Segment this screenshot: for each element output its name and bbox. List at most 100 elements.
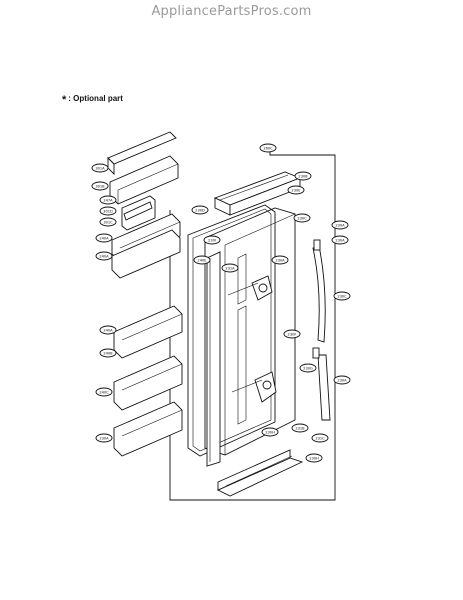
- callout-label: 240E: [197, 258, 207, 262]
- callout-6: 240A: [95, 233, 113, 243]
- callout-12: 260C: [259, 143, 277, 153]
- callout-9: 240B: [99, 348, 117, 358]
- door-upper-strip: [237, 253, 247, 305]
- callout-21: 230A: [333, 375, 351, 385]
- callout-oval: [293, 213, 311, 223]
- callout-label: 231C: [315, 436, 325, 440]
- callout-label: 240A: [99, 254, 109, 258]
- callout-label: 230G: [303, 366, 313, 370]
- callout-label: 230F: [288, 332, 297, 336]
- callout-layer: 301A 301B 247A 301D 301C 240A 240A 240A 240B 240C…: [91, 143, 351, 463]
- optional-asterisk: *: [62, 94, 67, 106]
- callout-oval: [333, 291, 351, 301]
- upper-handle: [312, 239, 326, 343]
- callout-oval: [283, 329, 301, 339]
- callout-oval: [299, 363, 317, 373]
- upper-hinge-mechanism: [227, 275, 273, 301]
- site-watermark: AppliancePartsPros.com: [151, 4, 312, 19]
- lower-handle-trim: [312, 347, 331, 421]
- callout-oval: [91, 163, 109, 173]
- callout-18: 230A: [331, 235, 349, 245]
- callout-1: 301A: [91, 163, 109, 173]
- callout-20: 230C: [333, 291, 351, 301]
- assembly-frame: [169, 148, 336, 501]
- callout-27: 231A: [221, 263, 239, 273]
- callout-oval: [331, 235, 349, 245]
- callout-26: 231C: [311, 433, 329, 443]
- shelf-bin-3: [111, 229, 181, 279]
- callout-13: 230B: [294, 171, 312, 181]
- callout-label: 231A: [225, 266, 235, 270]
- callout-oval: [99, 206, 117, 216]
- callout-oval: [311, 433, 329, 443]
- callout-oval: [95, 233, 113, 243]
- callout-oval: [99, 348, 117, 358]
- door-inner-strip: [237, 305, 247, 425]
- callout-oval: [294, 171, 312, 181]
- callout-oval: [287, 185, 305, 195]
- top-shelf-bar: [107, 131, 177, 176]
- callout-11: 230A: [95, 433, 113, 443]
- callout-oval: [99, 217, 117, 227]
- callout-oval: [99, 325, 117, 335]
- callout-10: 240C: [95, 387, 113, 397]
- callout-label: 230A: [337, 378, 347, 382]
- door-bin-4: [113, 305, 183, 359]
- callout-label: 230A: [99, 436, 109, 440]
- callout-oval: [271, 255, 289, 265]
- optional-part-text: : Optional part: [68, 94, 123, 103]
- door-inner-liner: [206, 251, 221, 467]
- egg-tray: [123, 201, 153, 221]
- callout-25: 231B: [291, 423, 309, 433]
- callout-3: 247A: [99, 195, 117, 205]
- callout-label: 301A: [95, 166, 105, 170]
- callout-29: 230I: [203, 235, 221, 245]
- door-bin-6: [113, 401, 183, 457]
- lower-hinge-mechanism: [231, 371, 277, 403]
- callout-4: 301D: [99, 206, 117, 216]
- callout-17: 230A: [331, 220, 349, 230]
- bottom-kick-plate: [216, 449, 304, 497]
- callout-22: 230F: [283, 329, 301, 339]
- callout-label: 301B: [95, 184, 105, 188]
- callout-label: 301D: [103, 209, 113, 213]
- callout-2: 301B: [91, 181, 109, 191]
- top-hinge-cap: [213, 171, 302, 216]
- callout-oval: [259, 143, 277, 153]
- door-bin-5: [113, 355, 183, 411]
- callout-oval: [291, 423, 309, 433]
- callout-oval: [331, 220, 349, 230]
- callout-label: 230B: [298, 174, 308, 178]
- callout-30: 240E: [193, 255, 211, 265]
- callout-label: 230C: [337, 294, 347, 298]
- callout-label: 230H: [265, 430, 275, 434]
- callout-14: 230E: [287, 185, 305, 195]
- callout-28: 230H: [305, 453, 323, 463]
- callout-5: 301C: [99, 217, 117, 227]
- door-gasket: [187, 204, 276, 457]
- callout-oval: [95, 251, 113, 261]
- callout-label: 230A: [335, 238, 345, 242]
- callout-label: 230E: [291, 188, 301, 192]
- callout-oval: [191, 205, 209, 215]
- callout-label: 240B: [103, 351, 113, 355]
- callout-15: 230D: [191, 205, 209, 215]
- callout-label: 260C: [263, 146, 273, 150]
- callout-oval: [203, 235, 221, 245]
- optional-part-note: *: Optional part: [62, 94, 123, 106]
- callout-7: 240A: [95, 251, 113, 261]
- callout-oval: [91, 181, 109, 191]
- callout-16: 230C: [293, 213, 311, 223]
- callout-oval: [261, 427, 279, 437]
- callout-label: 230A: [275, 258, 285, 262]
- callout-24: 230H: [261, 427, 279, 437]
- callout-8: 240A: [99, 325, 117, 335]
- callout-oval: [95, 433, 113, 443]
- callout-23: 230G: [299, 363, 317, 373]
- callout-label: 240A: [103, 328, 113, 332]
- callout-label: 240A: [99, 236, 109, 240]
- callout-label: 230H: [309, 456, 319, 460]
- callout-label: 301C: [103, 220, 113, 224]
- callout-oval: [333, 375, 351, 385]
